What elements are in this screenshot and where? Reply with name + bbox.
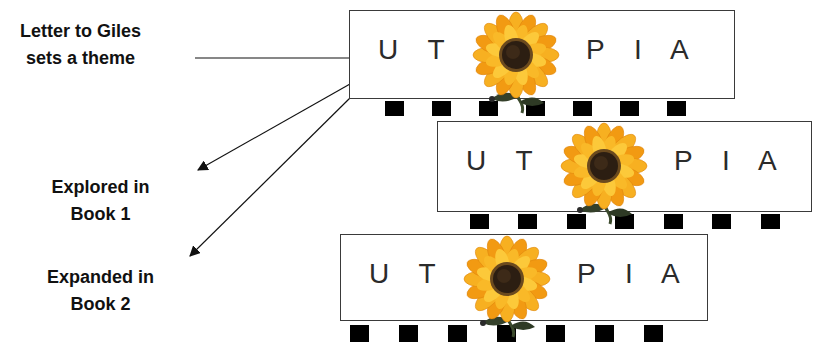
title-banner: U TP I A	[340, 234, 708, 321]
annotation-label: Explored in Book 1	[38, 174, 163, 228]
title-banner: U TP I A	[437, 121, 812, 212]
title-letters: P I A	[586, 33, 689, 67]
title-letters: P I A	[577, 257, 680, 291]
leader-arrow	[190, 96, 352, 256]
title-letters: U T	[378, 33, 445, 67]
title-letters: P I A	[674, 144, 777, 178]
leader-line	[195, 57, 349, 58]
annotation-label: Expanded in Book 2	[38, 264, 163, 318]
title-letters: U T	[369, 257, 436, 291]
title-banner: U TP I A	[349, 10, 735, 99]
annotation-label: Letter to Giles sets a theme	[8, 18, 153, 72]
title-letters: U T	[466, 144, 533, 178]
key-squares	[350, 325, 663, 342]
leader-arrow	[198, 84, 350, 170]
